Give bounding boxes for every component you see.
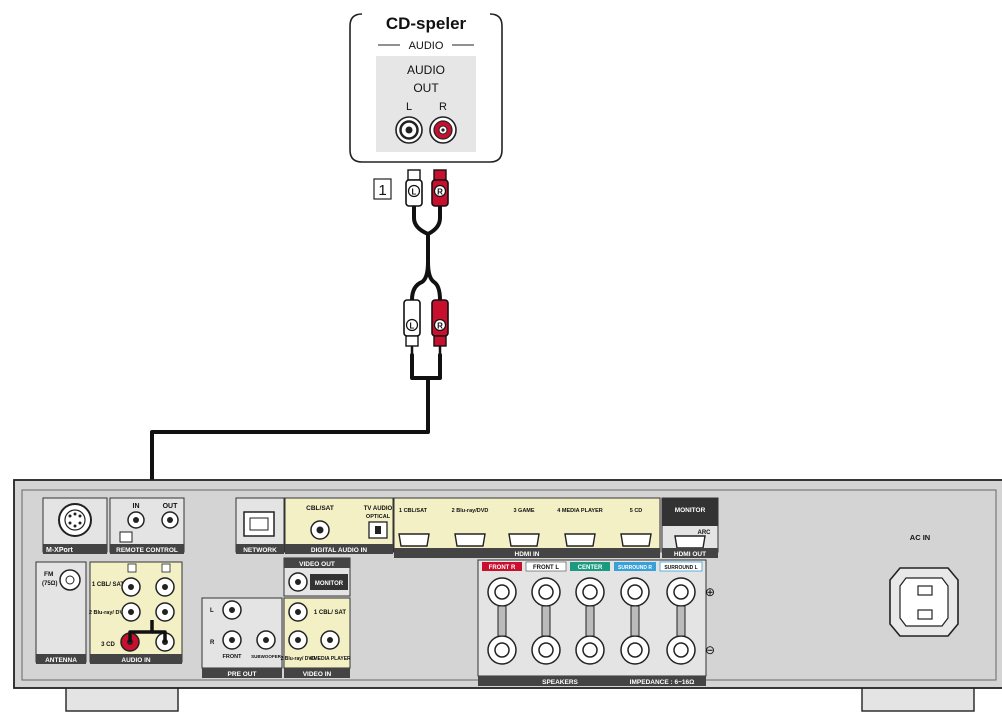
plug-left-label-lower: L [410,322,415,331]
video-monitor-label: MONITOR [315,581,344,587]
hdmi-port-5[interactable] [621,534,651,546]
antenna-block: FM (75Ω) ANTENNA [36,562,86,664]
pre-out-l-label: L [210,608,214,614]
hdmi-port-1[interactable] [399,534,429,546]
network-block: NETWORK [236,498,284,554]
digital-audio-in-block: CBL/SAT TV AUDIO OPTICAL DIGITAL AUDIO I… [285,498,393,554]
fm-label: FM [44,571,53,578]
hdmi-out-port[interactable] [675,536,705,548]
video-in-4-label: 4 MEDIA PLAYER [309,656,351,662]
mxport-block: M-XPort [43,498,107,554]
mxport-label: M-XPort [46,547,74,554]
right-channel-label: R [439,101,447,113]
hdmi-in-block: 1 CBL/SAT 2 Blu-ray/DVD 3 GAME 4 MEDIA P… [394,498,660,558]
hdmi-monitor-label: MONITOR [675,507,706,514]
optical-label: OPTICAL [366,514,391,520]
hdmi-input-1: 1 CBL/SAT [399,508,428,514]
fm-ohm-label: (75Ω) [42,581,57,587]
pre-out-r-label: R [210,640,215,646]
hdmi-input-4: 4 MEDIA PLAYER [557,508,602,514]
audio-out-label-1: AUDIO [407,63,445,77]
hdmi-input-3: 3 GAME [513,508,534,514]
foot-right [862,685,974,711]
foot-left [66,685,178,711]
audio-in-block: 1 CBL/ SAT 2 Blu-ray/ DVD 3 CD AUDIO IN [89,562,182,664]
audio-out-label-2: OUT [413,81,439,95]
video-out-block: VIDEO OUT MONITOR [284,558,350,596]
hdmi-port-2[interactable] [455,534,485,546]
plug-right-label-lower: R [437,322,443,331]
hdmi-input-5: 5 CD [630,508,643,514]
impedance-label: IMPEDANCE : 6~16Ω [630,679,695,686]
pre-out-block: L R FRONT SUBWOOFER PRE OUT [202,598,282,678]
plug-left-label-upper: L [412,188,417,197]
cd-player-title: CD-speler [386,14,467,33]
network-label: NETWORK [243,547,277,554]
pre-out-front-label: FRONT [223,654,243,660]
ac-in-label: AC IN [910,533,930,542]
rca-plug-right-lower: R [432,300,448,356]
speakers-label: SPEAKERS [542,679,578,686]
rca-plug-right-upper: R [432,170,448,206]
step-number-box: 1 [374,179,391,199]
remote-control-label: REMOTE CONTROL [116,547,178,554]
video-in-1-label: 1 CBL/ SAT [314,610,347,616]
step-number: 1 [378,182,386,199]
pre-out-label: PRE OUT [228,671,257,678]
minus-symbol: ⊖ [705,643,715,657]
remote-out-label: OUT [163,503,179,510]
video-in-label: VIDEO IN [303,671,332,678]
video-in-block: 1 CBL/ SAT 2 Blu-ray/ DVD 4 MEDIA PLAYER… [281,598,351,678]
speaker-surround-l-label: SURROUND L [664,565,697,571]
hdmi-in-label: HDMI IN [515,551,540,558]
hdmi-port-3[interactable] [509,534,539,546]
receiver-rear-panel: M-XPort IN OUT REMOTE CONTROL NETWORK CB… [14,480,1002,711]
speaker-front-r-label: FRONT R [489,565,516,571]
arc-label: ARC [698,530,712,536]
speaker-surround-r-label: SURROUND R [618,565,652,571]
ac-inlet [890,568,958,636]
speakers-block: FRONT R FRONT L CENTER SURROUND R SURROU… [478,560,715,686]
plus-symbol: ⊕ [705,585,715,599]
rca-plug-left-upper: L [406,170,422,206]
remote-control-block: IN OUT REMOTE CONTROL [110,498,184,554]
hdmi-port-4[interactable] [565,534,595,546]
speaker-front-l-label: FRONT L [533,565,559,571]
cd-player: CD-speler AUDIO AUDIO OUT L R [350,14,502,162]
audio-section-label: AUDIO [409,40,444,52]
remote-in-label: IN [133,503,140,510]
speaker-center-label: CENTER [578,565,603,571]
digital-audio-in-label: DIGITAL AUDIO IN [311,547,368,554]
audio-in-label: AUDIO IN [121,657,151,664]
right-output-jack[interactable] [430,117,456,143]
left-output-jack[interactable] [396,117,422,143]
audio-in-3-label: 3 CD [101,642,115,648]
rca-plug-left-lower: L [404,300,420,356]
hdmi-input-2: 2 Blu-ray/DVD [452,508,489,514]
digital-cbl-sat-label: CBL/SAT [306,505,334,512]
antenna-label: ANTENNA [45,657,77,664]
left-channel-label: L [406,101,412,113]
tv-audio-label: TV AUDIO [364,506,393,512]
hdmi-out-label: HDMI OUT [674,551,706,558]
pre-out-subwoofer-label: SUBWOOFER [251,654,281,659]
hdmi-out-block: MONITOR ARC HDMI OUT [662,498,718,558]
plug-right-label-upper: R [437,188,443,197]
video-out-label: VIDEO OUT [299,561,335,568]
audio-in-1-label: 1 CBL/ SAT [92,582,125,588]
